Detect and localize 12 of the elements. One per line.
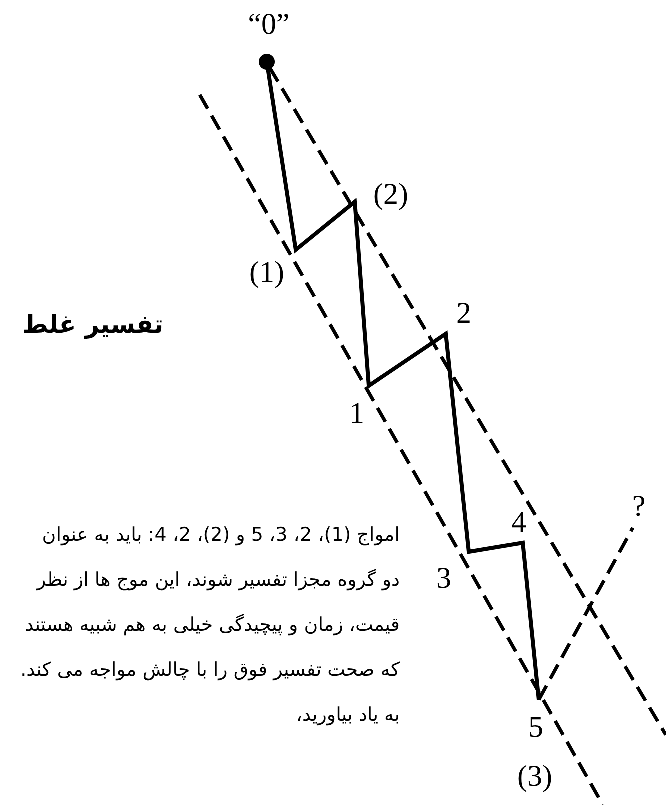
point-label: “0”: [248, 10, 290, 40]
point-label: 2: [456, 299, 472, 329]
point-label: 4: [512, 508, 526, 538]
point-label: (2): [374, 180, 408, 210]
point-label: 1: [350, 399, 364, 429]
point-label: 5: [528, 713, 544, 743]
point-label: (1): [250, 258, 284, 288]
point-label: 3: [436, 564, 452, 594]
point-label: (3): [518, 762, 552, 792]
paragraph: امواج (1)، 2، 3، 5 و (2)، 2، 4: باید به عنوان دو گروه مجزا تفسیر شوند، این موج ها از نظر قیمت، زمان و پیچیدگی خیلی به هم شبیه هستند که صحت تفسیر فوق را با چالش مواجه می کند. به یاد بیاورید،: [20, 523, 400, 728]
point-label: ?: [632, 492, 646, 522]
heading: تفسیر غلط: [21, 312, 165, 337]
